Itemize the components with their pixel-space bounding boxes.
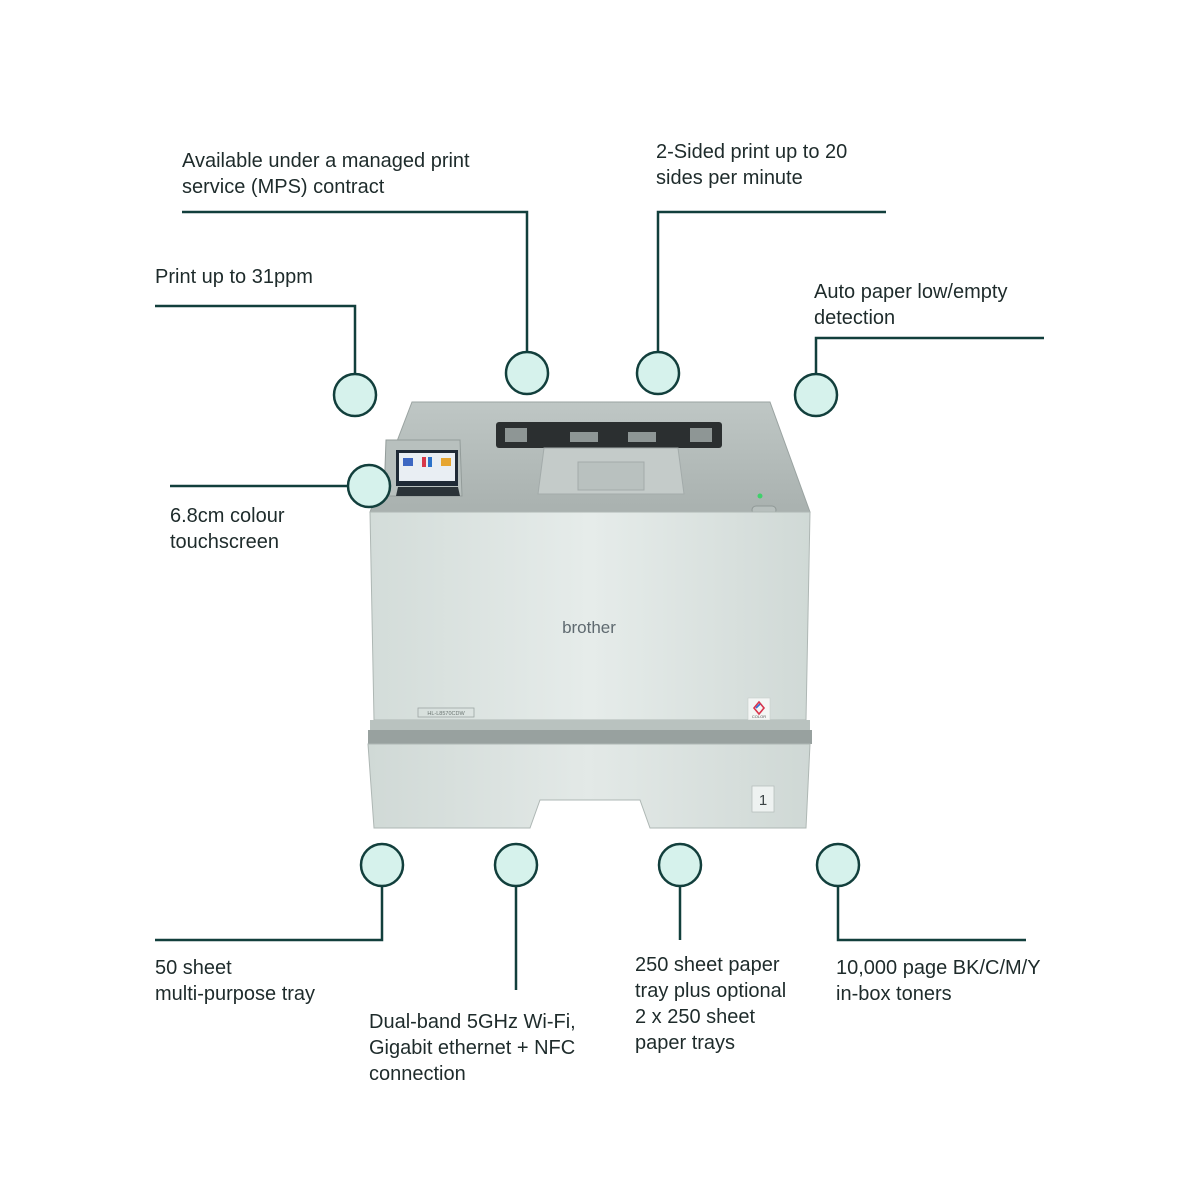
callout-label-line: detection <box>814 307 896 329</box>
callout-dot-toners <box>815 842 861 888</box>
touchscreen-panel <box>383 439 463 497</box>
callout-label-mp-tray: 50 sheet multi-purpose tray <box>155 955 315 1007</box>
callout-label-paper-tray: 250 sheet paper tray plus optional 2 x 250… <box>635 952 786 1056</box>
power-led <box>757 493 763 499</box>
callout-leaders <box>155 210 1044 990</box>
printer-output-slot <box>496 422 722 448</box>
callout-label-line: 250 sheet paper <box>635 954 780 976</box>
callout-dot-touchscreen <box>346 463 392 509</box>
brand-logo: brother <box>562 618 616 637</box>
color-badge: COLOR <box>747 697 771 721</box>
leader-line-paper-detect <box>814 336 1044 374</box>
callout-dot-duplex <box>635 350 681 396</box>
callout-label-line: Gigabit ethernet + NFC <box>369 1037 576 1059</box>
leader-line-mps <box>182 210 529 352</box>
callout-dot-mp-tray <box>359 842 405 888</box>
callout-label-line: 2-Sided print up to 20 <box>656 141 848 163</box>
model-label: HL-L8570CDW <box>427 711 465 717</box>
paper-tray-drawer <box>367 743 811 829</box>
callout-label-line: Dual-band 5GHz Wi-Fi, <box>369 1011 576 1033</box>
callout-label-toners: 10,000 page BK/C/M/Y in-box toners <box>836 955 1041 1007</box>
callout-label-paper-detect: Auto paper low/empty detection <box>814 279 1007 331</box>
callout-label-line: touchscreen <box>170 531 279 553</box>
callout-label-line: paper trays <box>635 1032 736 1054</box>
printer-illustration: brother HL-L8570CDW COLOR 1 <box>367 401 812 829</box>
callout-label-duplex: 2-Sided print up to 20 sides per minute <box>656 139 847 191</box>
callout-label-line: Print up to 31ppm <box>155 266 313 288</box>
callout-dot-paper-tray <box>657 842 703 888</box>
callout-label-line: sides per minute <box>656 167 803 189</box>
leader-line-speed <box>155 304 357 374</box>
callout-label-connectivity: Dual-band 5GHz Wi-Fi, Gigabit ethernet + … <box>369 1009 576 1087</box>
callout-label-line: multi-purpose tray <box>155 983 316 1005</box>
leader-line-mp-tray <box>155 886 384 942</box>
printer-separator <box>370 720 810 730</box>
callout-label-touchscreen: 6.8cm colour touchscreen <box>170 503 285 555</box>
printer-body <box>369 511 811 721</box>
callout-label-line: 50 sheet <box>155 957 232 979</box>
callout-dot-paper-detect <box>793 372 839 418</box>
leader-line-toners <box>836 886 1026 942</box>
callout-label-line: service (MPS) contract <box>182 176 385 198</box>
callout-dot-mps <box>504 350 550 396</box>
callout-label-line: Available under a managed print <box>182 150 470 172</box>
callout-label-line: connection <box>369 1063 466 1085</box>
callout-label-mps: Available under a managed print service (… <box>182 148 470 200</box>
callout-label-line: Auto paper low/empty <box>814 281 1008 303</box>
callout-label-line: 6.8cm colour <box>170 505 285 527</box>
callout-dot-speed <box>332 372 378 418</box>
callout-label-line: in-box toners <box>836 983 952 1005</box>
tray-number: 1 <box>759 792 767 809</box>
callout-label-line: 2 x 250 sheet <box>635 1006 756 1028</box>
callout-label-line: tray plus optional <box>635 980 787 1002</box>
callout-label-line: 10,000 page BK/C/M/Y <box>836 957 1041 979</box>
callout-label-speed: Print up to 31ppm <box>155 264 313 290</box>
svg-text:COLOR: COLOR <box>752 714 766 719</box>
leader-line-duplex <box>656 210 886 352</box>
callout-dot-connectivity <box>493 842 539 888</box>
